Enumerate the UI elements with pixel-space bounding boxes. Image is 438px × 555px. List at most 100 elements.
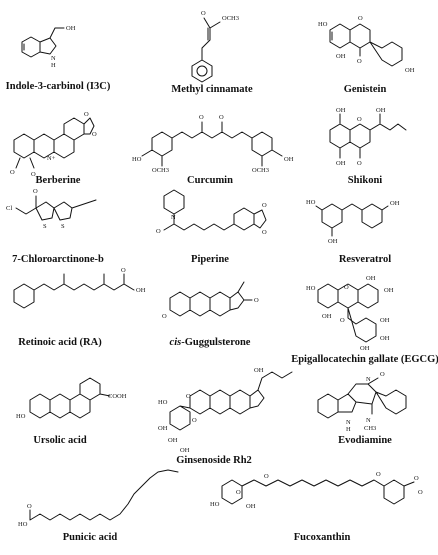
label-cis-guggulsterone: cis-Guggulsterone [170,337,251,348]
molecule-methyl-cinnamate: O OCH3 Methyl cinnamate [171,10,253,95]
label-methyl-cinnamate: Methyl cinnamate [171,84,253,95]
atom-label: O [92,131,97,138]
atom-label: O [376,471,381,478]
molecule-egcg: HO OH OH OH O O OH OH OH Epigallocatechi… [291,275,438,365]
atom-label: O [201,10,206,17]
molecule-evodiamine: N H N CH3 O N Evodiamine [317,371,407,446]
atom-label: S [43,223,47,230]
atom-label: Cl [6,205,12,212]
atom-label: OH [376,107,386,114]
atom-label: N [51,55,56,62]
label-main: -Guggulsterone [181,337,251,348]
atom-label: OCH3 [252,167,269,174]
molecule-curcumin: O O HO OH OCH3 OCH3 Curcumin [132,114,294,186]
atom-label: COOH [108,393,127,400]
atom-label: O [357,116,362,123]
structure-genistein [329,23,403,67]
atom-label: N [346,419,351,426]
atom-label: O [262,202,267,209]
atom-label: OH [158,425,168,432]
atom-label: OH [384,287,394,294]
atom-label: OH [168,437,178,444]
structure-7-chloroarctinone-b [15,195,97,221]
atom-label: O [418,489,423,496]
label-resveratrol: Resveratrol [339,254,391,265]
atom-label: OCH3 [222,15,239,22]
atom-label: O [357,58,362,65]
atom-label: N [171,214,176,221]
atom-label: O [262,229,267,236]
atom-label: HO [18,521,28,528]
label-ursolic-acid: Ursolic acid [33,435,87,446]
molecule-ursolic-acid: HO COOH Ursolic acid [16,377,127,446]
atom-label: O [192,417,197,424]
atom-label: OH [390,200,400,207]
atom-label: H [346,426,351,433]
atom-label: OH [246,503,256,510]
atom-label: OH [254,367,264,374]
label-curcumin: Curcumin [187,175,233,186]
atom-label: OH [66,25,76,32]
label-egcg: Epigallocatechin gallate (EGCG) [291,354,438,365]
atom-label: HO [210,501,220,508]
structure-curcumin [141,121,283,167]
label-indole-3-carbinol: Indole-3-carbinol (I3C) [6,81,111,92]
label-genistein: Genistein [344,84,387,95]
atom-label: O [340,317,345,324]
atom-label: O [10,169,15,176]
atom-label: O [380,371,385,378]
molecule-fucoxanthin: HO O OH O O O O Fucoxanthin [210,471,423,543]
molecule-piperine: N O O O Piperine [156,189,267,265]
atom-label: N [366,376,371,383]
molecule-cis-guggulsterone: O O cis-Guggulsterone [162,281,259,348]
atom-label: HO [132,156,142,163]
atom-label: CH3 [364,425,376,432]
atom-label: O [264,473,269,480]
atom-label: OH [322,313,332,320]
atom-label: O [31,171,36,178]
molecule-ginsenoside-rh2: HO OH O OH OH O OH Ginsenoside Rh2 [158,367,293,466]
structure-methyl-cinnamate [191,17,221,83]
label-ginsenoside-rh2: Ginsenoside Rh2 [176,455,252,466]
molecule-indole-3-carbinol: OH N H Indole-3-carbinol (I3C) [6,25,111,92]
molecule-resveratrol: HO OH OH Resveratrol [306,199,400,265]
atom-label: HO [16,413,26,420]
molecule-7-chloroarctinone-b: Cl O S S 7-Chloroarctinone-b [6,188,104,265]
atom-label: OH [366,275,376,282]
atom-label: O [186,393,191,400]
structure-piperine [163,189,267,231]
structure-punicic-acid [29,469,179,521]
label-prefix: cis [170,337,182,348]
structure-berberine [13,117,95,169]
structure-retinoic-acid [13,273,135,309]
atom-label: HO [306,199,316,206]
atom-label: O [156,228,161,235]
label-shikoni: Shikoni [348,175,383,186]
molecule-shikoni: OH O OH O OH Shikoni [329,107,407,186]
atom-label: OH [336,107,346,114]
label-7-chloroarctinone-b: 7-Chloroarctinone-b [12,254,104,265]
atom-label: O [219,114,224,121]
atom-label: OH [180,447,190,454]
atom-label: O [33,188,38,195]
atom-label: N [366,417,371,424]
atom-label: O [344,284,349,291]
atom-label: OH [360,345,370,352]
atom-label: O [357,160,362,167]
atom-label: OH [380,317,390,324]
atom-label: O [121,267,126,274]
atom-label: HO [318,21,328,28]
atom-label: O [27,503,32,510]
structure-fucoxanthin [221,479,415,505]
structure-shikoni [329,113,407,159]
atom-label: O [414,475,419,482]
atom-label: OH [328,238,338,245]
molecule-berberine: O O N+ O O Berberine [10,111,97,186]
atom-label: O [84,111,89,118]
atom-label: O [162,313,167,320]
atom-label: OH [336,160,346,167]
molecule-punicic-acid: O HO Punicic acid [18,469,179,543]
structure-cis-guggulsterone [169,281,253,317]
structure-evodiamine [317,377,407,419]
